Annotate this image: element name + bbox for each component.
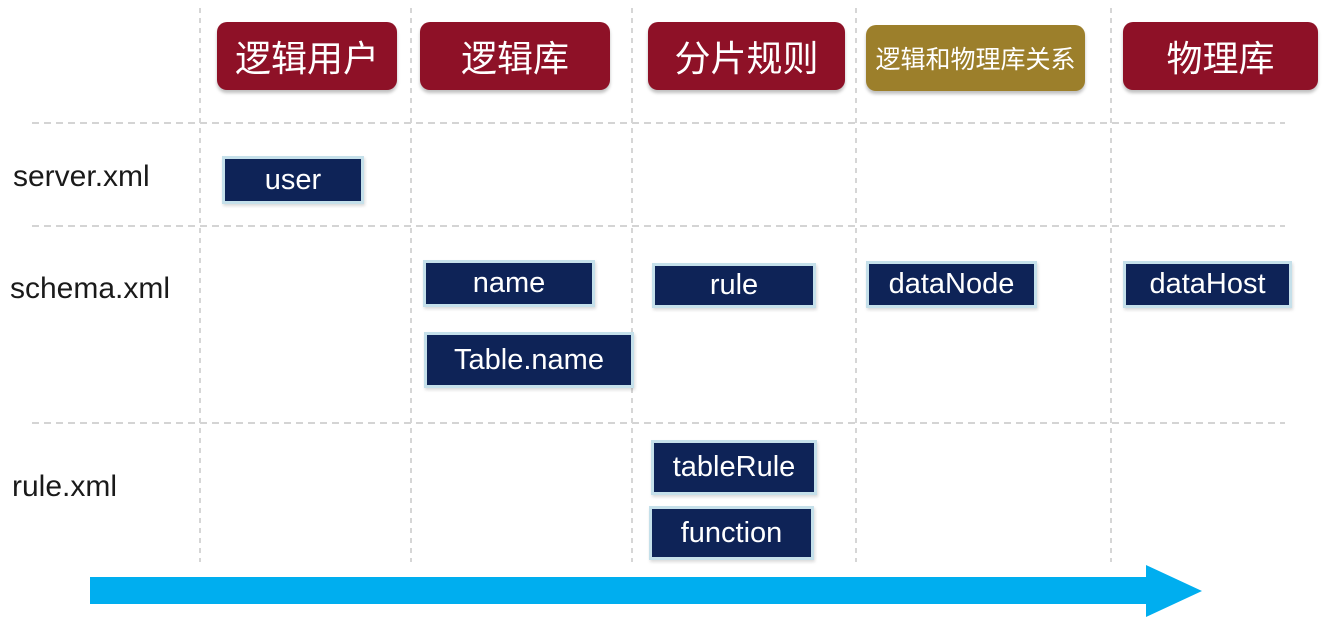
item-name: name — [423, 260, 595, 307]
item-rule: rule — [652, 263, 816, 308]
grid-vline — [199, 8, 201, 562]
column-header-physical-db: 物理库 — [1123, 22, 1318, 90]
item-user: user — [222, 156, 364, 204]
item-datahost: dataHost — [1123, 261, 1292, 308]
item-tablerule: tableRule — [651, 440, 817, 495]
item-datanode: dataNode — [866, 261, 1037, 308]
row-label-schema-xml: schema.xml — [10, 272, 171, 305]
column-header-sharding-rule: 分片规则 — [648, 22, 845, 90]
item-table-name: Table.name — [424, 332, 634, 388]
grid-vline — [855, 8, 857, 562]
arrow-shaft — [90, 577, 1146, 604]
grid-vline — [1110, 8, 1112, 562]
grid-vline — [410, 8, 412, 562]
grid-hline — [32, 225, 1285, 227]
row-label-rule-xml: rule.xml — [12, 470, 118, 503]
item-function: function — [649, 506, 814, 560]
column-header-logical-user: 逻辑用户 — [217, 22, 397, 90]
arrow-head-icon — [1146, 565, 1202, 617]
column-header-logical-physical-relation: 逻辑和物理库关系 — [866, 25, 1085, 91]
grid-hline — [32, 422, 1285, 424]
column-header-logical-schema: 逻辑库 — [420, 22, 610, 90]
row-label-server-xml: server.xml — [13, 160, 150, 193]
grid-hline — [32, 122, 1285, 124]
grid-vline — [631, 8, 633, 562]
